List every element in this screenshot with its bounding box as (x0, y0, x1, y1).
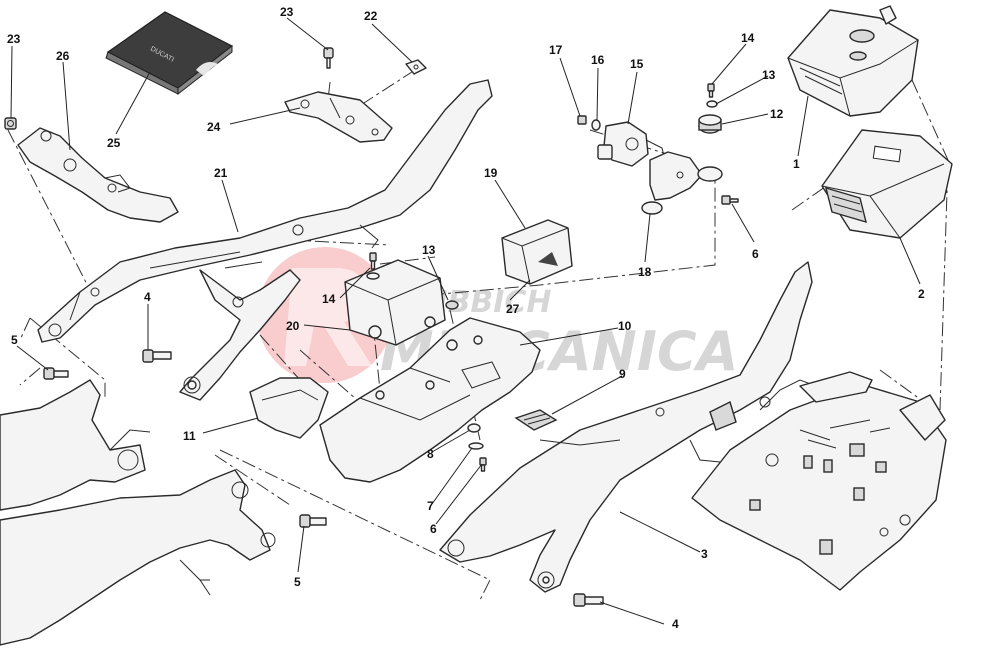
part-washer-right (445, 300, 459, 310)
callout-13-right: 13 (762, 68, 776, 82)
part-6-screw-right (721, 195, 739, 205)
callout-23-left: 23 (7, 32, 21, 46)
part-8-grommet (467, 423, 481, 433)
callout-23-top: 23 (280, 5, 294, 19)
part-5-bolt-upper (43, 367, 69, 380)
part-13-washer-right (706, 100, 718, 108)
part-19-module (501, 219, 573, 285)
part-18-bracket (641, 151, 723, 215)
callout-16: 16 (591, 53, 605, 67)
main-frame (0, 379, 276, 646)
callout-27: 27 (506, 302, 520, 316)
callout-19: 19 (484, 166, 498, 180)
callout-9: 9 (619, 367, 626, 381)
callout-18: 18 (638, 265, 652, 279)
callout-7: 7 (427, 499, 434, 513)
callout-11: 11 (183, 429, 196, 443)
callout-4-upper: 4 (144, 290, 151, 304)
callout-2: 2 (918, 287, 925, 301)
part-2-ecu (821, 129, 953, 239)
callout-25: 25 (107, 136, 121, 150)
callout-13-center: 13 (422, 243, 436, 257)
part-5-bolt-lower (299, 514, 327, 528)
part-3-lower-frame (439, 261, 813, 593)
callout-5-lower: 5 (294, 575, 301, 589)
leader-lines (10, 17, 921, 625)
callout-24: 24 (207, 120, 221, 134)
part-1-ecu-cover (787, 5, 919, 117)
callout-10: 10 (618, 319, 632, 333)
part-17-nut (577, 115, 587, 125)
callout-21: 21 (214, 166, 228, 180)
part-23-bolt-left (4, 117, 17, 130)
callout-1: 1 (793, 157, 800, 171)
callout-14-center: 14 (322, 292, 336, 306)
callout-4-lower: 4 (672, 617, 679, 631)
assembly-lines (7, 69, 949, 601)
callout-26: 26 (56, 49, 70, 63)
part-15-sensor (597, 121, 665, 167)
part-26-left-bracket (17, 127, 179, 223)
part-11-splash-guard (249, 377, 329, 439)
part-25-cover: DUCATI (105, 11, 234, 96)
part-21-rear-subframe (37, 79, 493, 401)
part-12-rubber-mount (698, 114, 722, 134)
callout-3: 3 (701, 547, 708, 561)
callout-15: 15 (630, 57, 644, 71)
callout-14-right: 14 (741, 31, 755, 45)
part-9-connector-block (514, 409, 558, 431)
part-23-bolt-top (323, 47, 334, 69)
part-7-washer (468, 442, 484, 450)
callout-6-right: 6 (752, 247, 759, 261)
part-4-bolt-lower (573, 593, 604, 607)
license-plate-holder (691, 371, 947, 591)
callout-6-center: 6 (430, 522, 437, 536)
callouts: 23 26 25 23 22 24 21 4 5 11 5 20 14 13 1… (7, 5, 925, 631)
callout-12: 12 (770, 107, 784, 121)
part-22-clip-nut (405, 59, 427, 75)
part-6-screw-center (479, 457, 487, 472)
part-16-washer (591, 119, 601, 131)
part-14-screw-center (369, 252, 377, 270)
callout-17: 17 (549, 43, 563, 57)
callout-20: 20 (286, 319, 300, 333)
callout-22: 22 (364, 9, 378, 23)
part-24-upper-bracket (284, 91, 393, 143)
callout-8: 8 (427, 447, 434, 461)
part-13-washer-center (366, 272, 380, 280)
part-14-screw-right (707, 83, 715, 98)
part-10-undertray (319, 317, 541, 483)
callout-5-upper: 5 (11, 333, 18, 347)
part-4-bolt-upper (142, 349, 172, 363)
